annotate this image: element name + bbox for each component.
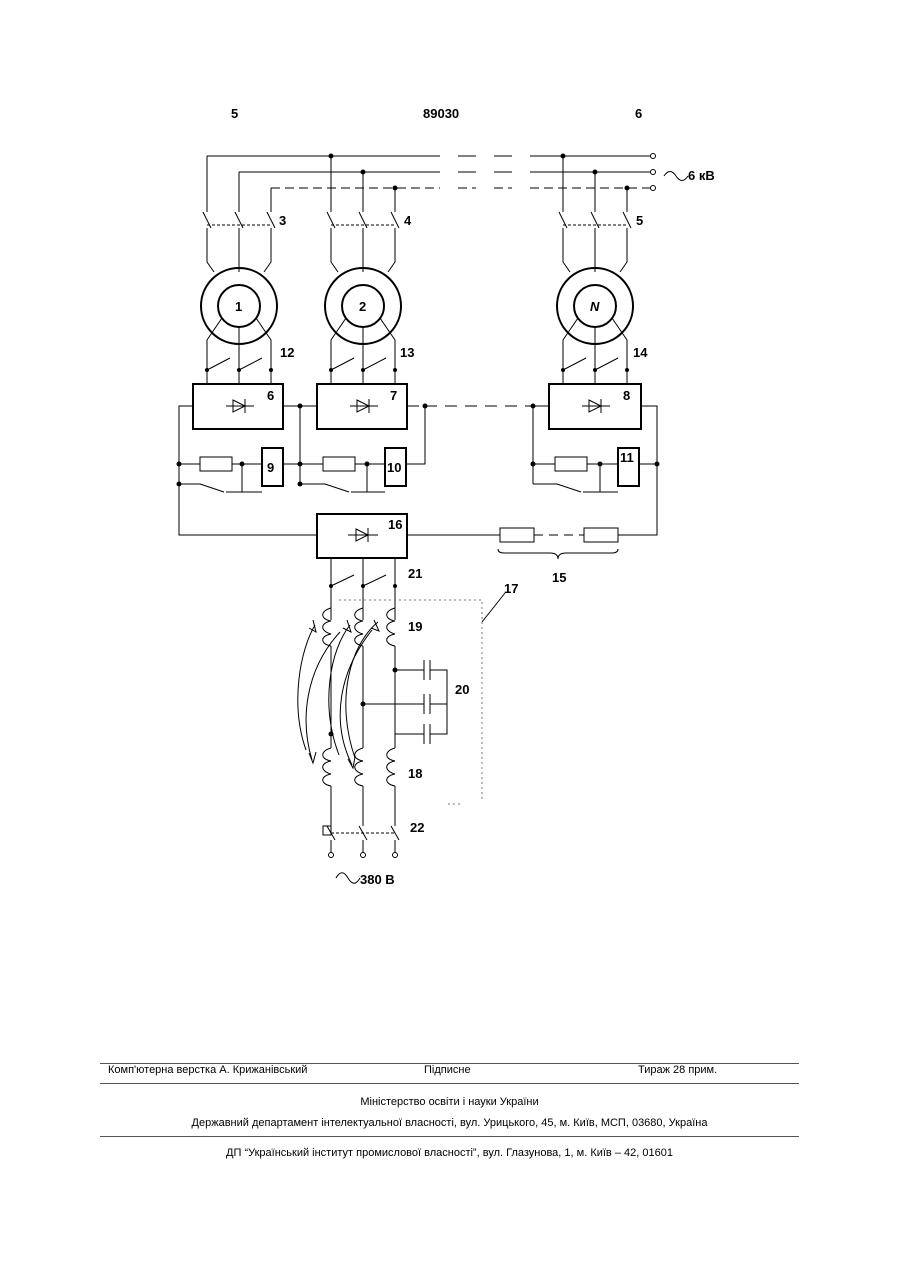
label-box17: 17: [504, 581, 518, 596]
footer-ministry: Міністерство освіти і науки України: [100, 1096, 799, 1108]
resistor-chain-15: [407, 528, 618, 559]
label-sw5: 5: [636, 213, 643, 228]
label-motor2: 2: [359, 299, 366, 314]
bus-lines: [207, 154, 656, 213]
label-sw14: 14: [633, 345, 648, 360]
label-unit10: 10: [387, 460, 401, 475]
tilde-6kv-icon: [664, 172, 688, 181]
label-coil18: 18: [408, 766, 422, 781]
footer-info-row: Комп'ютерна верстка А. Крижанівський Під…: [100, 1064, 799, 1080]
label-sw3: 3: [279, 213, 286, 228]
switch-5: [559, 212, 631, 272]
label-sw13: 13: [400, 345, 414, 360]
label-rect8: 8: [623, 388, 630, 403]
footer-signed: Підписне: [424, 1064, 471, 1076]
label-sw4: 4: [404, 213, 412, 228]
footer-layout: Комп'ютерна верстка А. Крижанівський: [108, 1064, 307, 1076]
label-rect7: 7: [390, 388, 397, 403]
label-unit9: 9: [267, 460, 274, 475]
label-6kv: 6 кВ: [688, 168, 715, 183]
label-group15: 15: [552, 570, 566, 585]
footer-department: Державний департамент інтелектуальної вл…: [100, 1117, 799, 1129]
switch-12: [206, 318, 273, 384]
label-coil19: 19: [408, 619, 422, 634]
footer-rule-middle: [100, 1083, 799, 1084]
label-unit11: 11: [620, 450, 634, 465]
footer-institute: ДП “Український інститут промислової вла…: [100, 1147, 799, 1159]
label-380v: 380 В: [360, 872, 395, 887]
label-cap20: 20: [455, 682, 469, 697]
label-motor1: 1: [235, 299, 242, 314]
switch-13: [330, 318, 397, 384]
switch-4: [327, 212, 399, 272]
tilde-380v-icon: [336, 873, 360, 884]
switch-21: [330, 558, 397, 620]
label-motorN: N: [590, 299, 600, 314]
coils-19: [323, 608, 397, 736]
coils-18: [323, 704, 395, 818]
label-rect6: 6: [267, 388, 274, 403]
circuit-diagram: 6 кВ 3 4 5 1 2 N 12 13 14 6 7 8 9 10 11 …: [0, 0, 900, 1000]
label-sw22: 22: [410, 820, 424, 835]
label-sw21: 21: [408, 566, 422, 581]
footer-circulation: Тираж 28 прим.: [638, 1064, 717, 1076]
label-rect16: 16: [388, 517, 402, 532]
label-sw12: 12: [280, 345, 294, 360]
capacitor-20: [363, 660, 447, 744]
adjustment-arrows: [298, 620, 379, 768]
switch-22: [323, 818, 399, 858]
switch-3: [203, 212, 275, 272]
switch-14: [562, 318, 629, 384]
footer-rule-bottom: [100, 1136, 799, 1137]
